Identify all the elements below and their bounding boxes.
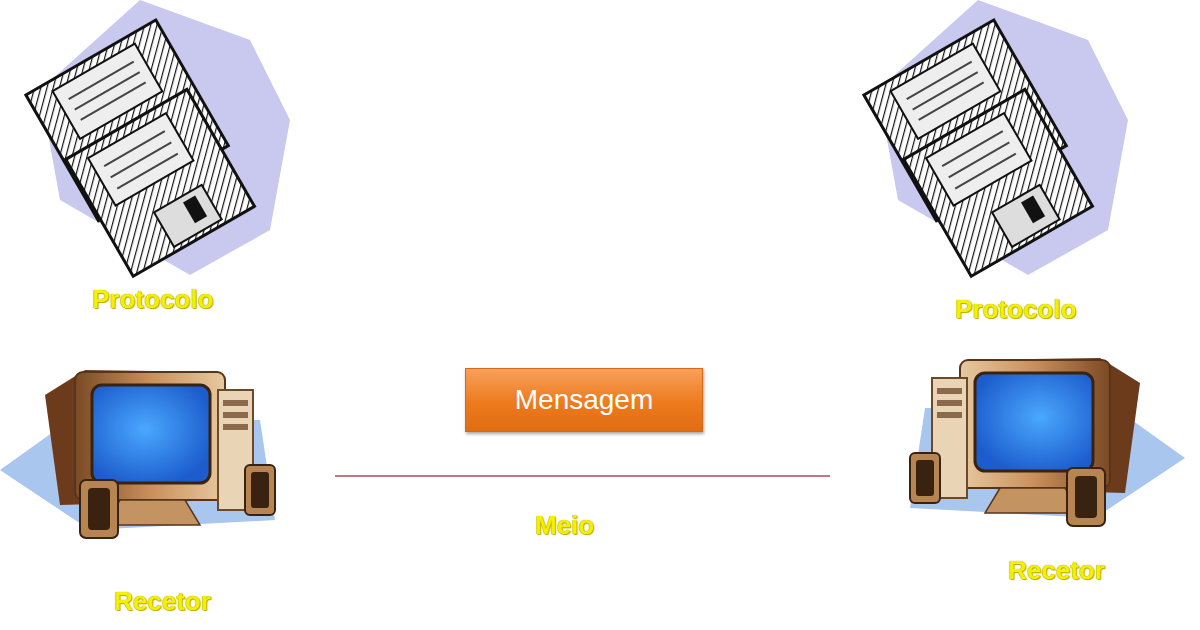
message-text: Mensagem [515,384,654,416]
medium-label: Meio [535,510,594,541]
medium-line [335,475,830,477]
receiver-label: Recetor [1008,555,1105,586]
protocol-label: Protocolo [955,294,1076,325]
message-box: Mensagem [465,368,703,432]
receiver-label: Recetor [114,586,211,617]
protocol-label: Protocolo [92,284,213,315]
floppy-disks [864,0,1128,276]
computer [0,370,275,538]
computer [910,358,1185,526]
floppy-disks [26,0,290,276]
